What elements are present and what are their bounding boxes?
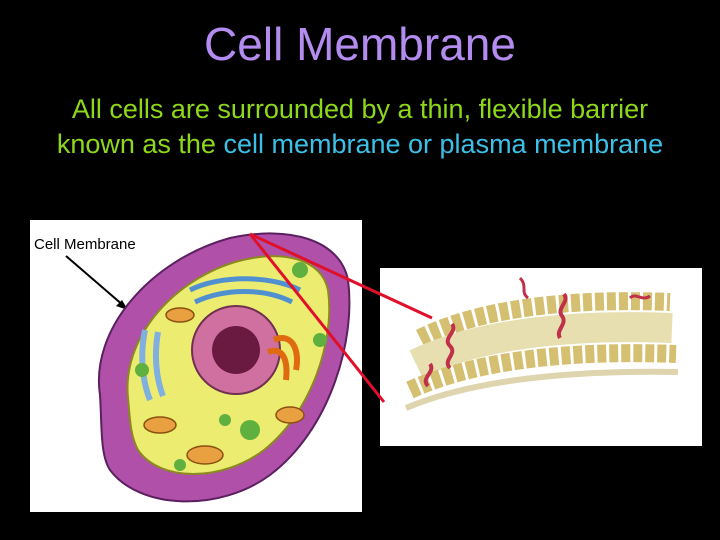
slide-title: Cell Membrane <box>204 18 516 70</box>
animal-cell-illustration <box>65 232 351 503</box>
body-text-plain: All cells are surrounded by a thin, flex… <box>56 94 649 159</box>
phospholipid-bilayer-illustration <box>404 276 679 411</box>
body-text-highlight: cell membrane or plasma membrane <box>223 129 664 159</box>
cell-diagram-panel: Cell Membrane <box>30 220 362 512</box>
bilayer-diagram-panel <box>380 268 702 446</box>
slide-body-text: All cells are surrounded by a thin, flex… <box>40 92 680 162</box>
cell-membrane-label: Cell Membrane <box>34 236 136 253</box>
